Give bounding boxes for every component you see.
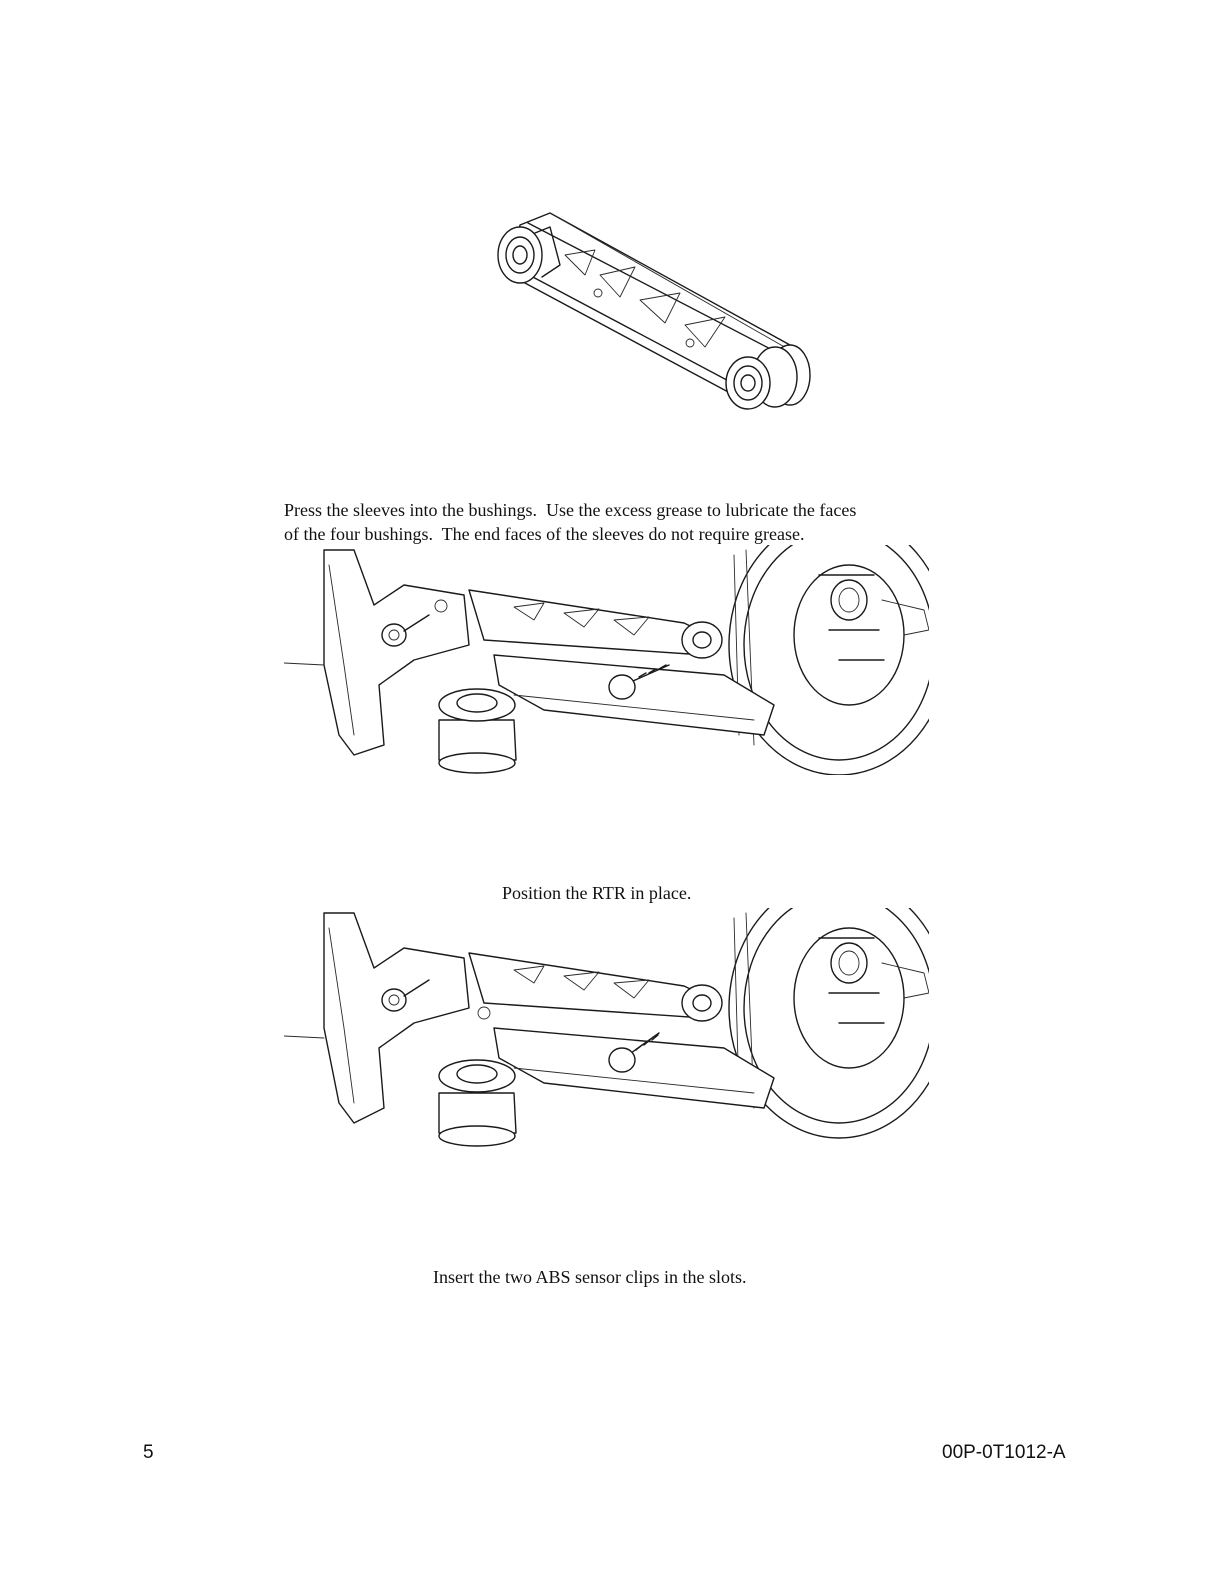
step-caption-position-rtr: Position the RTR in place. [502, 883, 692, 903]
page-number: 5 [143, 1442, 154, 1463]
suspension-assembly-illustration-2 [284, 908, 929, 1148]
step-caption-press-sleeves: Press the sleeves into the bushings. Use… [284, 500, 857, 544]
document-code: 00P-0T1012-A [942, 1442, 1066, 1463]
step-caption-insert-abs-clips: Insert the two ABS sensor clips in the s… [433, 1267, 747, 1287]
control-arm-illustration [490, 205, 820, 420]
suspension-assembly-illustration-1 [284, 545, 929, 775]
